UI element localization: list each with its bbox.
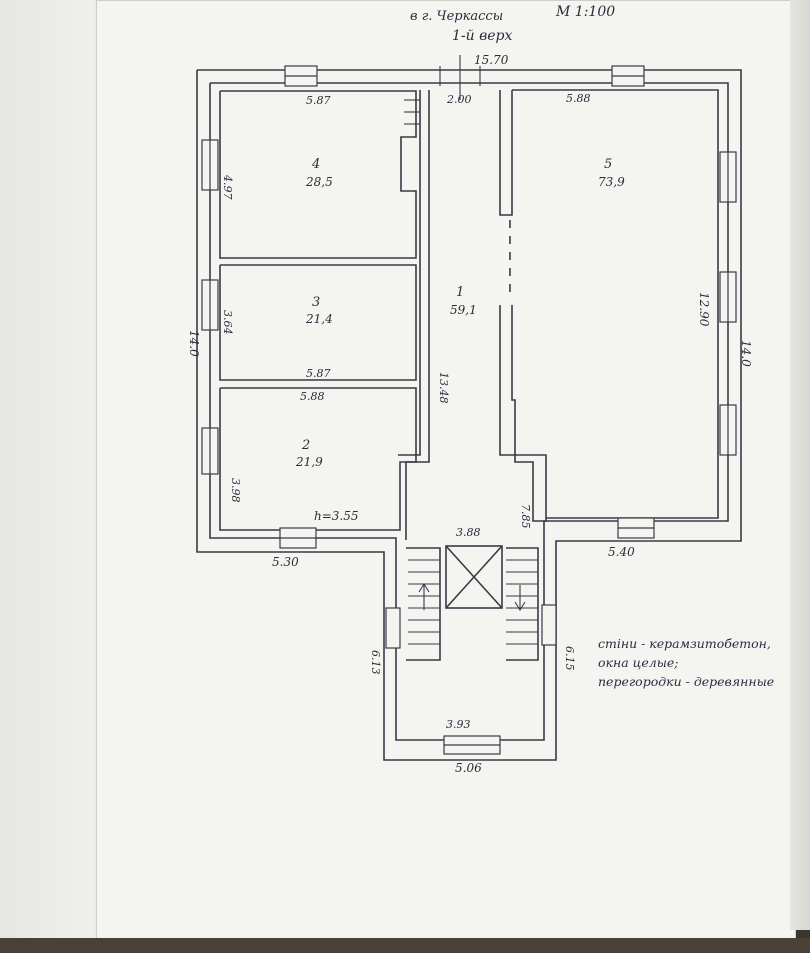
room-4-height: 4.97 xyxy=(221,174,234,200)
left-page xyxy=(0,0,108,945)
right-page-edge xyxy=(790,0,810,930)
dim-bottom-left: 5.30 xyxy=(272,555,299,569)
dim-stair-bottom: 5.06 xyxy=(455,761,482,775)
corridor-right-wall-top xyxy=(499,90,513,216)
stair-top-width: 3.88 xyxy=(456,526,481,539)
corridor-left-wall-inner xyxy=(398,90,421,456)
header-city: в г. Черкассы xyxy=(410,9,503,24)
room-3-area: 21,4 xyxy=(305,312,333,326)
room-4-number: 4 xyxy=(311,157,320,172)
room-2-number: 2 xyxy=(301,438,310,453)
outer-wall-inner xyxy=(209,82,729,741)
dim-top-width: 15.70 xyxy=(474,53,509,67)
room-5-number: 5 xyxy=(604,157,612,172)
elevator-shaft xyxy=(445,545,503,609)
room-2-height: 3.98 xyxy=(229,478,242,503)
room-3-walls xyxy=(219,264,417,381)
room-2-area: 21,9 xyxy=(295,455,323,469)
room-2-ceiling: h=3.55 xyxy=(314,509,359,523)
header-floor: 1-й верх xyxy=(452,28,513,44)
note-partitions: перегородки - деревянные xyxy=(598,674,775,689)
corridor-depth: 7.85 xyxy=(519,504,532,529)
room-5-area: 73,9 xyxy=(598,175,625,189)
dim-right-height: 14.0 xyxy=(739,340,753,367)
header-scale: М 1:100 xyxy=(555,4,615,20)
room-1-area: 59,1 xyxy=(450,303,477,317)
room-2-walls xyxy=(219,387,417,531)
window-stair-left xyxy=(385,607,401,649)
dim-bottom-right: 5.40 xyxy=(608,545,635,559)
room-1-width: 2.00 xyxy=(446,93,472,106)
table-surface xyxy=(0,938,810,953)
outer-wall-outer xyxy=(196,69,742,761)
room-1-number: 1 xyxy=(456,285,464,300)
stair-bottom-width: 3.93 xyxy=(446,718,471,731)
room-1-height: 13.48 xyxy=(437,372,450,404)
window-stair-right xyxy=(541,604,557,646)
room-5-height: 12.90 xyxy=(697,292,711,327)
room-3-number: 3 xyxy=(312,295,320,310)
room-5-walls xyxy=(512,89,719,519)
room-2-width: 5.88 xyxy=(300,390,325,403)
room-4-area: 28,5 xyxy=(305,175,333,189)
room-4-walls xyxy=(219,90,417,259)
note-windows: окна целые; xyxy=(598,655,679,670)
corridor-right-wall-bottom xyxy=(499,305,547,522)
corridor-left-wall xyxy=(405,90,430,540)
stair-left-height: 6.13 xyxy=(369,650,382,675)
stair-right-height: 6.15 xyxy=(563,646,576,671)
dim-left-height: 14.0 xyxy=(187,330,201,357)
room-4-width: 5.87 xyxy=(306,94,331,107)
note-walls: стіни - керамзитобетон, xyxy=(598,636,771,651)
room-3-height: 3.64 xyxy=(221,310,234,335)
room-5-width: 5.88 xyxy=(566,92,591,105)
room-3-width: 5.87 xyxy=(306,367,331,380)
